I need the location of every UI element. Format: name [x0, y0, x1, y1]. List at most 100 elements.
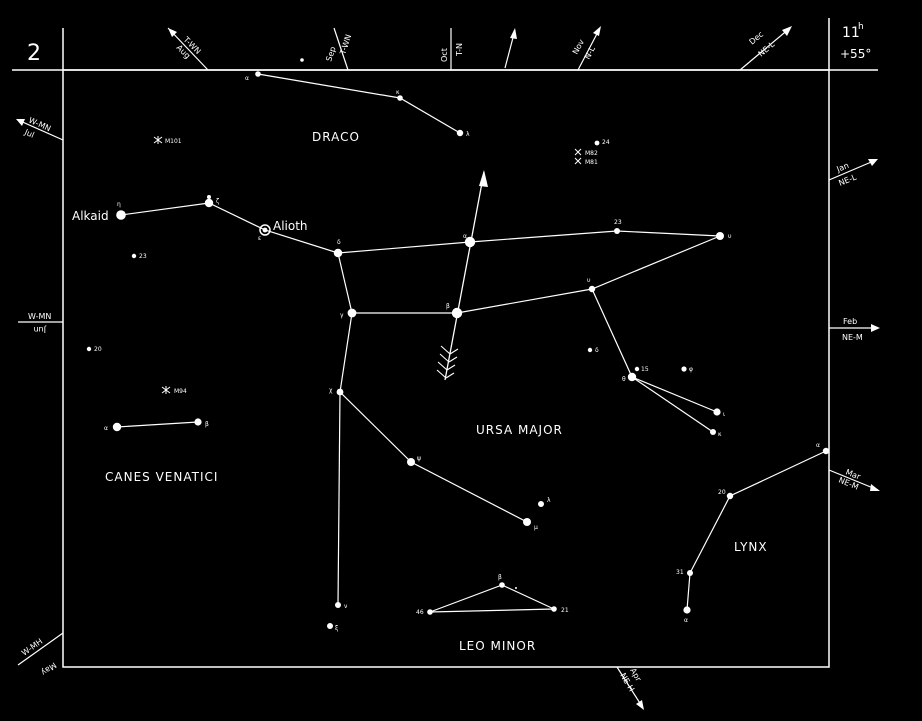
- star-uma-upsilon: [588, 285, 596, 293]
- lbl-lynx-38: 20: [718, 489, 726, 496]
- lbl-cvn-beta: β: [205, 421, 209, 428]
- marker-jul: W-MN Jul: [16, 116, 64, 141]
- star-uma-lambda: [538, 501, 544, 507]
- marker-apr: Apr NE-H: [616, 667, 644, 710]
- star-uma-delta-small: [587, 347, 593, 353]
- svg-text:Dec: Dec: [748, 30, 766, 47]
- lbl-uma-delta: δ: [337, 239, 341, 246]
- label-canes-venatici: CANES VENATICI: [105, 470, 218, 484]
- star-uma-iota: [713, 408, 721, 416]
- star-alioth: [259, 224, 271, 236]
- lbl-uma-chi: χ: [329, 387, 333, 394]
- star-phecda: [347, 308, 357, 318]
- star-faint-1: [300, 58, 304, 62]
- label-lynx: LYNX: [734, 540, 768, 554]
- label-m94: M94: [174, 388, 187, 395]
- label-m81: M81: [585, 159, 598, 166]
- lbl-uma-24: 24: [602, 139, 610, 146]
- galaxy-m81-icon: [574, 157, 582, 165]
- star-merak: [451, 307, 463, 319]
- star-uma-kappa: [710, 429, 716, 435]
- star-lynx-alpha: [822, 447, 830, 455]
- svg-text:N-L: N-L: [583, 44, 597, 60]
- star-uma-chi: [336, 388, 344, 396]
- lbl-uma-mu: μ: [534, 524, 538, 531]
- lbl-uma-omicron: υ: [728, 233, 732, 240]
- svg-text:Jun: Jun: [34, 325, 48, 334]
- label-leo-minor: LEO MINOR: [459, 639, 536, 653]
- svg-text:W-MN: W-MN: [28, 312, 51, 321]
- hour-unit: h: [858, 22, 864, 32]
- lbl-uma-phi: φ: [689, 366, 693, 373]
- star-uma-xi: [327, 623, 333, 629]
- label-draco: DRACO: [312, 130, 360, 144]
- star-uma-theta: [627, 372, 637, 382]
- label-alkaid: Alkaid: [72, 209, 109, 223]
- star-uma-nu: [335, 602, 341, 608]
- lbl-lynx-alpha: α: [816, 442, 820, 449]
- lynx-lines: [686, 450, 827, 611]
- lbl-uma-psi: ψ: [417, 455, 421, 462]
- svg-text:May: May: [39, 660, 58, 677]
- marker-mar: Mar NE-M: [828, 468, 880, 492]
- lbl-uma-iota: ι: [723, 411, 725, 418]
- svg-text:Feb: Feb: [843, 317, 857, 326]
- star-lynx-10: [683, 606, 691, 614]
- lbl-draco-kappa: κ: [396, 89, 400, 96]
- svg-text:Sep: Sep: [324, 45, 337, 62]
- leo-minor-lines: [429, 584, 555, 613]
- marker-north-arrow-icon: [504, 28, 517, 69]
- lbl-cvn-20: 20: [94, 346, 102, 353]
- lbl-lmi-46: 46: [416, 609, 424, 616]
- star-uma-psi: [407, 458, 415, 466]
- marker-jun: W-MN Jun: [18, 312, 63, 334]
- lbl-lmi-beta: β: [498, 574, 502, 581]
- lbl-lmi-21: 21: [561, 607, 569, 614]
- marker-nov: Nov N-L: [571, 26, 601, 71]
- star-lmi-beta: [499, 582, 505, 588]
- hour-value: 11: [842, 25, 860, 41]
- star-cvn-20: [86, 346, 92, 352]
- lbl-uma-zeta: ζ: [216, 198, 219, 205]
- svg-text:Jul: Jul: [22, 127, 35, 140]
- lbl-uma-15: 15: [641, 366, 649, 373]
- star-lmi-46: [427, 609, 433, 615]
- marker-oct: Oct T-N: [440, 28, 464, 70]
- declination: +55°: [840, 47, 871, 61]
- star-draco-kappa: [397, 95, 403, 101]
- svg-text:T-WN: T-WN: [338, 33, 353, 56]
- star-faint-2: [515, 587, 517, 589]
- lbl-uma-delta-small: δ: [595, 347, 599, 354]
- star-megrez: [333, 248, 343, 258]
- galaxy-m94-icon: [161, 386, 171, 394]
- lbl-lynx-10: α: [684, 617, 688, 624]
- galaxy-m82-icon: [574, 148, 582, 156]
- star-uma-15: [634, 366, 640, 372]
- marker-aug: Aug T-WN: [167, 27, 209, 71]
- direction-arrow: [436, 170, 488, 381]
- star-draco-lambda: [456, 129, 464, 137]
- svg-text:T-N: T-N: [455, 43, 464, 57]
- lbl-uma-xi: ξ: [335, 625, 338, 632]
- draco-lines: [257, 73, 461, 134]
- label-ursa-major: URSA MAJOR: [476, 423, 563, 437]
- star-alcor: [207, 195, 211, 199]
- star-lynx-31: [687, 570, 693, 576]
- star-mizar: [204, 198, 214, 208]
- lbl-uma-alpha: α: [463, 233, 467, 240]
- lbl-uma-gamma: γ: [340, 312, 344, 319]
- marker-jan: Jan NE-L: [828, 159, 878, 188]
- star-lynx-38: [726, 492, 734, 500]
- star-lmi-21: [551, 606, 557, 612]
- star-dubhe: [464, 236, 476, 248]
- lbl-uma-kappa: κ: [718, 431, 722, 438]
- star-alkaid: [116, 210, 126, 220]
- ursa-major-lines: [120, 202, 721, 606]
- lbl-draco-lambda: λ: [466, 131, 470, 138]
- star-draco-alpha: [255, 71, 261, 77]
- lbl-uma-beta: β: [446, 303, 450, 310]
- star-uma-24: [594, 140, 600, 146]
- chart-number: 2: [27, 41, 41, 66]
- label-m101: M101: [165, 138, 182, 145]
